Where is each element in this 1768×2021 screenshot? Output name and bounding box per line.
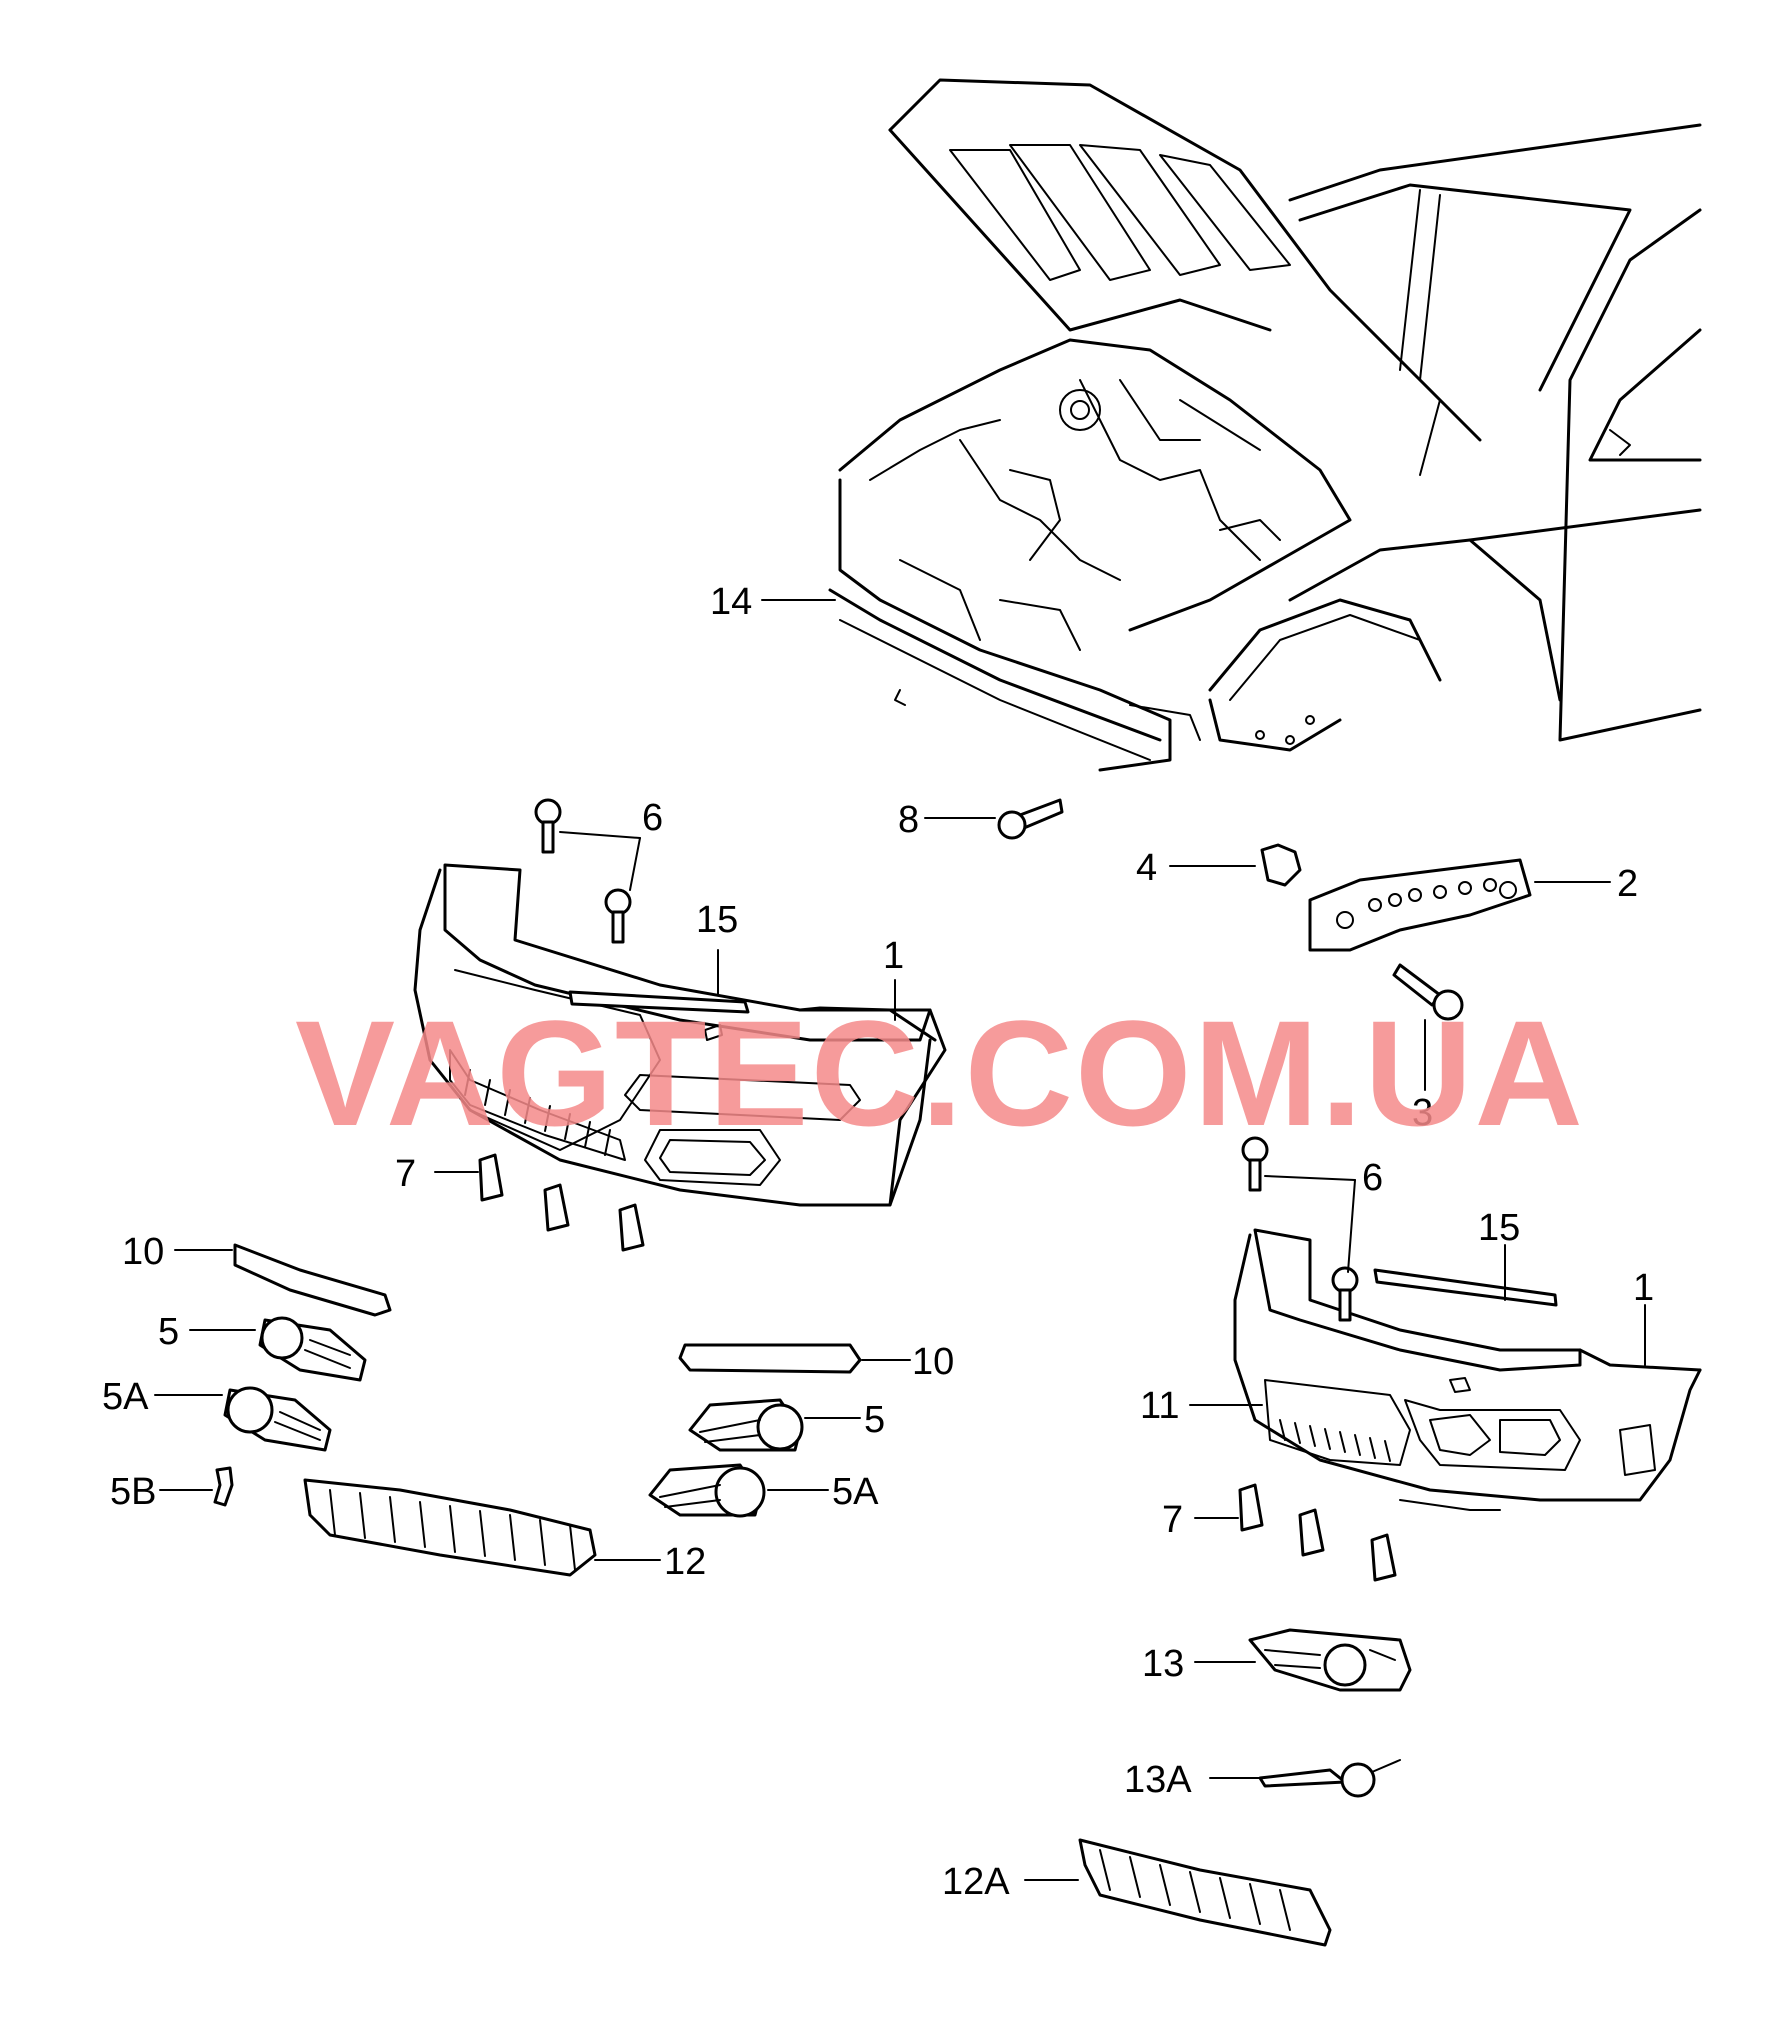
bumper-bolt (997, 798, 1064, 840)
clips-right (1238, 1483, 1397, 1582)
callout-5A-left: 5A (102, 1376, 149, 1418)
callout-labels: 14 8 6 15 1 4 2 3 7 10 5 5A 5B 12 10 5 5… (102, 581, 1654, 1903)
fog-cover-right (648, 1463, 766, 1518)
bumper-cover-right-grille (1279, 1419, 1391, 1462)
callout-12: 12 (664, 1541, 706, 1583)
callout-15-left: 15 (696, 899, 738, 941)
callout-5-left: 5 (158, 1311, 179, 1353)
leader-lines (154, 599, 1646, 1881)
fog-cover-left (223, 1386, 332, 1452)
callout-15-right: 15 (1478, 1207, 1520, 1249)
callout-10-right: 10 (912, 1341, 954, 1383)
trim-strip-right (678, 1343, 862, 1374)
screws-right (1241, 1136, 1359, 1322)
screws-left (534, 798, 632, 944)
callout-11: 11 (1140, 1385, 1179, 1427)
callout-6-right: 6 (1362, 1157, 1383, 1199)
callout-8: 8 (898, 799, 919, 841)
callout-5-right: 5 (864, 1399, 885, 1441)
fog-grille-rs-insert (1258, 1759, 1401, 1798)
callout-5B: 5B (110, 1471, 156, 1513)
fog-grille-rs (1248, 1628, 1412, 1692)
bracket-bolt (1392, 963, 1464, 1021)
bracket-5b (213, 1466, 234, 1507)
callout-6-left: 6 (642, 797, 663, 839)
retaining-clip (1260, 843, 1302, 887)
callout-1-right: 1 (1633, 1267, 1654, 1309)
callout-5A-right: 5A (832, 1471, 879, 1513)
callout-3: 3 (1412, 1092, 1433, 1134)
callout-7-left: 7 (395, 1153, 416, 1195)
callout-7-right: 7 (1162, 1499, 1183, 1541)
fog-grille-right (688, 1398, 804, 1452)
watermark: VAGTEC.COM.UA (295, 989, 1585, 1157)
callout-13A: 13A (1124, 1759, 1192, 1801)
callout-13: 13 (1142, 1643, 1184, 1685)
callout-12A: 12A (942, 1861, 1010, 1903)
spoiler-strip-right (1373, 1268, 1558, 1307)
lower-grille-rs (1078, 1838, 1332, 1947)
trim-strip-left (233, 1243, 392, 1317)
callout-4: 4 (1136, 847, 1157, 889)
spoiler-strip-left (568, 990, 750, 1014)
fog-grille-left (258, 1316, 367, 1382)
bumper-guide-bracket (1308, 858, 1532, 952)
clips-left (478, 1153, 645, 1252)
callout-10-left: 10 (122, 1231, 164, 1273)
bumper-cover-left-grille (449, 1049, 626, 1161)
bumper-cover-right (1233, 1228, 1702, 1511)
callout-1-left: 1 (883, 935, 904, 977)
car-body (828, 78, 1702, 772)
lower-grille-left (303, 1478, 597, 1577)
callout-14: 14 (710, 581, 752, 623)
callout-2: 2 (1617, 863, 1638, 905)
